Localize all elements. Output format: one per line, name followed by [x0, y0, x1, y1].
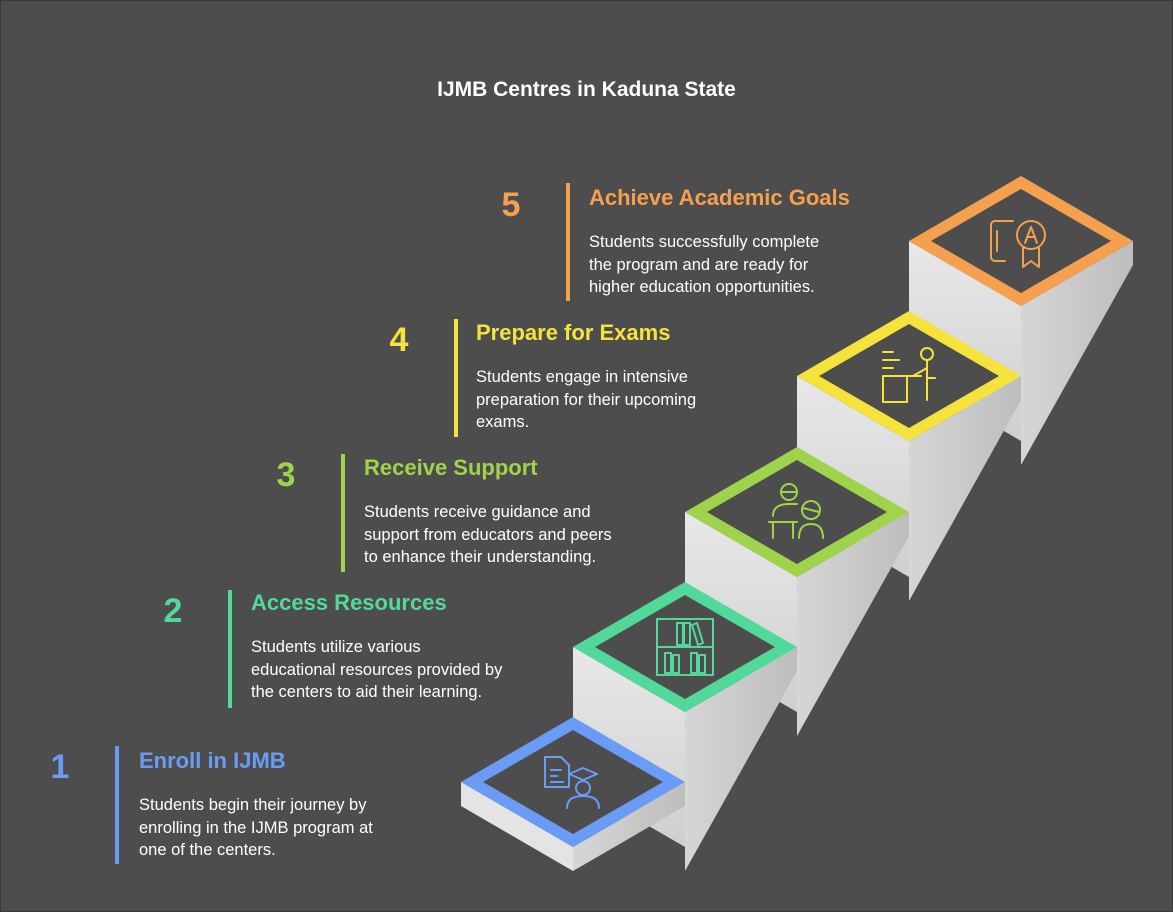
- student-document-icon: [544, 756, 600, 809]
- stair-step-1: [461, 717, 685, 871]
- stair-step-4: [797, 311, 1021, 601]
- stair-side: [909, 376, 1021, 601]
- step-description-line: educational resources provided by: [251, 660, 503, 679]
- stair-top-inner: [707, 460, 887, 564]
- step-description-line: one of the centers.: [139, 841, 276, 859]
- step-description-line: support from educators and peers: [364, 525, 612, 544]
- step-description-line: the centers to aid their learning.: [251, 683, 483, 701]
- step-number: 5: [501, 186, 521, 224]
- step-description-line: exams.: [476, 413, 530, 431]
- step-description-line: Students begin their journey by: [139, 796, 367, 814]
- stair-top-inner: [483, 730, 663, 834]
- step-heading: Receive Support: [364, 455, 538, 480]
- diagram-title: IJMB Centres in Kaduna State: [437, 78, 736, 101]
- step-accent-bar: [566, 183, 570, 301]
- step-description: Students engage in intensive preparation …: [476, 366, 696, 434]
- stair-side: [1021, 241, 1133, 465]
- step-heading: Prepare for Exams: [476, 320, 671, 345]
- step-description-line: enrolling in the IJMB program at: [139, 818, 373, 837]
- certificate-award-icon: [990, 220, 1046, 268]
- stair-side: [685, 647, 797, 871]
- step-number: 4: [389, 321, 409, 359]
- stair-side: [573, 782, 685, 871]
- step-accent-bar: [228, 590, 232, 708]
- step-description-line: the program and are ready for: [589, 255, 809, 274]
- step-heading: Enroll in IJMB: [139, 748, 286, 773]
- step-description: Students begin their journey by enrolling…: [139, 794, 373, 862]
- step-accent-bar: [454, 319, 458, 437]
- step-description: Students utilize various educational reso…: [251, 636, 502, 704]
- step-description-line: Students engage in intensive: [476, 368, 688, 386]
- tutor-student-icon: [768, 483, 824, 539]
- step-description-line: Students utilize various: [251, 638, 421, 656]
- step-description-line: Students receive guidance and: [364, 503, 591, 521]
- stair-side: [797, 512, 909, 736]
- step-description-line: higher education opportunities.: [589, 278, 815, 296]
- step-heading: Access Resources: [251, 590, 447, 615]
- step-heading: Achieve Academic Goals: [589, 185, 850, 210]
- bookshelf-icon: [656, 618, 714, 676]
- step-description: Students successfully complete the progra…: [589, 231, 819, 299]
- step-number: 3: [276, 456, 296, 494]
- step-description-line: Students successfully complete: [589, 233, 820, 251]
- step-accent-bar: [341, 454, 345, 572]
- step-accent-bar: [115, 746, 119, 864]
- study-desk-icon: [882, 347, 936, 403]
- step-number: 1: [50, 748, 70, 786]
- step-description-line: preparation for their upcoming: [476, 390, 697, 409]
- step-description: Students receive guidance and support fro…: [364, 501, 612, 569]
- step-number: 2: [163, 592, 183, 630]
- stair-top-inner: [931, 189, 1111, 293]
- stair-front: [461, 782, 573, 871]
- step-description-line: to enhance their understanding.: [364, 548, 597, 566]
